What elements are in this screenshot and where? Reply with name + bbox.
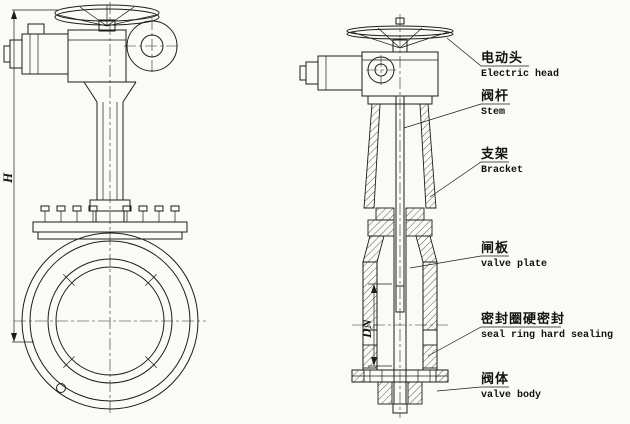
- part-label-zh: 电动头: [481, 50, 524, 65]
- part-label-zh: 密封圈硬密封: [481, 311, 566, 326]
- part-label-electric-head: 电动头 Electric head: [481, 50, 559, 80]
- leader-seal-ring: [427, 326, 561, 357]
- bore-dimension-label: DN: [359, 319, 374, 339]
- part-label-zh: 阀杆: [481, 88, 510, 103]
- part-label-zh: 支架: [481, 146, 510, 161]
- part-label-seal-ring: 密封圈硬密封 seal ring hard sealing: [481, 311, 613, 341]
- part-label-en: seal ring hard sealing: [481, 330, 614, 341]
- electric-actuator: [3, 18, 180, 83]
- valve-body-front: [21, 232, 199, 410]
- part-label-zh: 阀体: [481, 371, 510, 386]
- motor-body: [317, 55, 363, 91]
- bonnet-flange: [32, 205, 188, 240]
- part-label-zh: 闸板: [481, 240, 510, 255]
- gate-plate: [395, 285, 405, 313]
- motor-body: [21, 33, 69, 75]
- handwheel-side: [346, 17, 454, 53]
- height-dimension-label: H: [0, 172, 15, 184]
- part-label-en: valve body: [481, 390, 542, 401]
- leader-electric-head: [446, 37, 529, 67]
- front-view: [3, 2, 206, 416]
- part-leader-lines: [403, 37, 561, 392]
- part-label-en: Electric head: [481, 69, 560, 80]
- part-label-en: Stem: [481, 107, 506, 118]
- part-label-bracket: 支架 Bracket: [481, 146, 523, 176]
- body-neck: [362, 235, 438, 263]
- seat-section: [422, 344, 438, 369]
- packing-gland: [367, 207, 433, 237]
- part-label-en: Bracket: [481, 165, 524, 176]
- leader-stem: [403, 103, 510, 129]
- bottom-flange: [351, 368, 449, 414]
- electric-actuator-side: [299, 51, 439, 105]
- side-section-view: DN: [299, 14, 454, 418]
- seat-section: [362, 344, 378, 369]
- leader-valve-body: [436, 386, 509, 392]
- bore-dimension: DN: [359, 283, 392, 367]
- bolt-hole: [56, 383, 66, 393]
- valve-body-section: [362, 236, 438, 370]
- leader-bracket: [429, 161, 509, 198]
- part-label-en: valve plate: [481, 259, 548, 270]
- part-label-valve-body: 阀体 valve body: [481, 371, 541, 401]
- leader-valve-plate: [409, 255, 509, 269]
- handwheel: [54, 4, 160, 32]
- part-label-valve-plate: 闸板 valve plate: [481, 240, 547, 270]
- part-label-stem: 阀杆 Stem: [481, 88, 509, 118]
- bracket: [363, 103, 437, 209]
- flange-bolts: [40, 205, 180, 222]
- height-dimension: H: [0, 9, 58, 343]
